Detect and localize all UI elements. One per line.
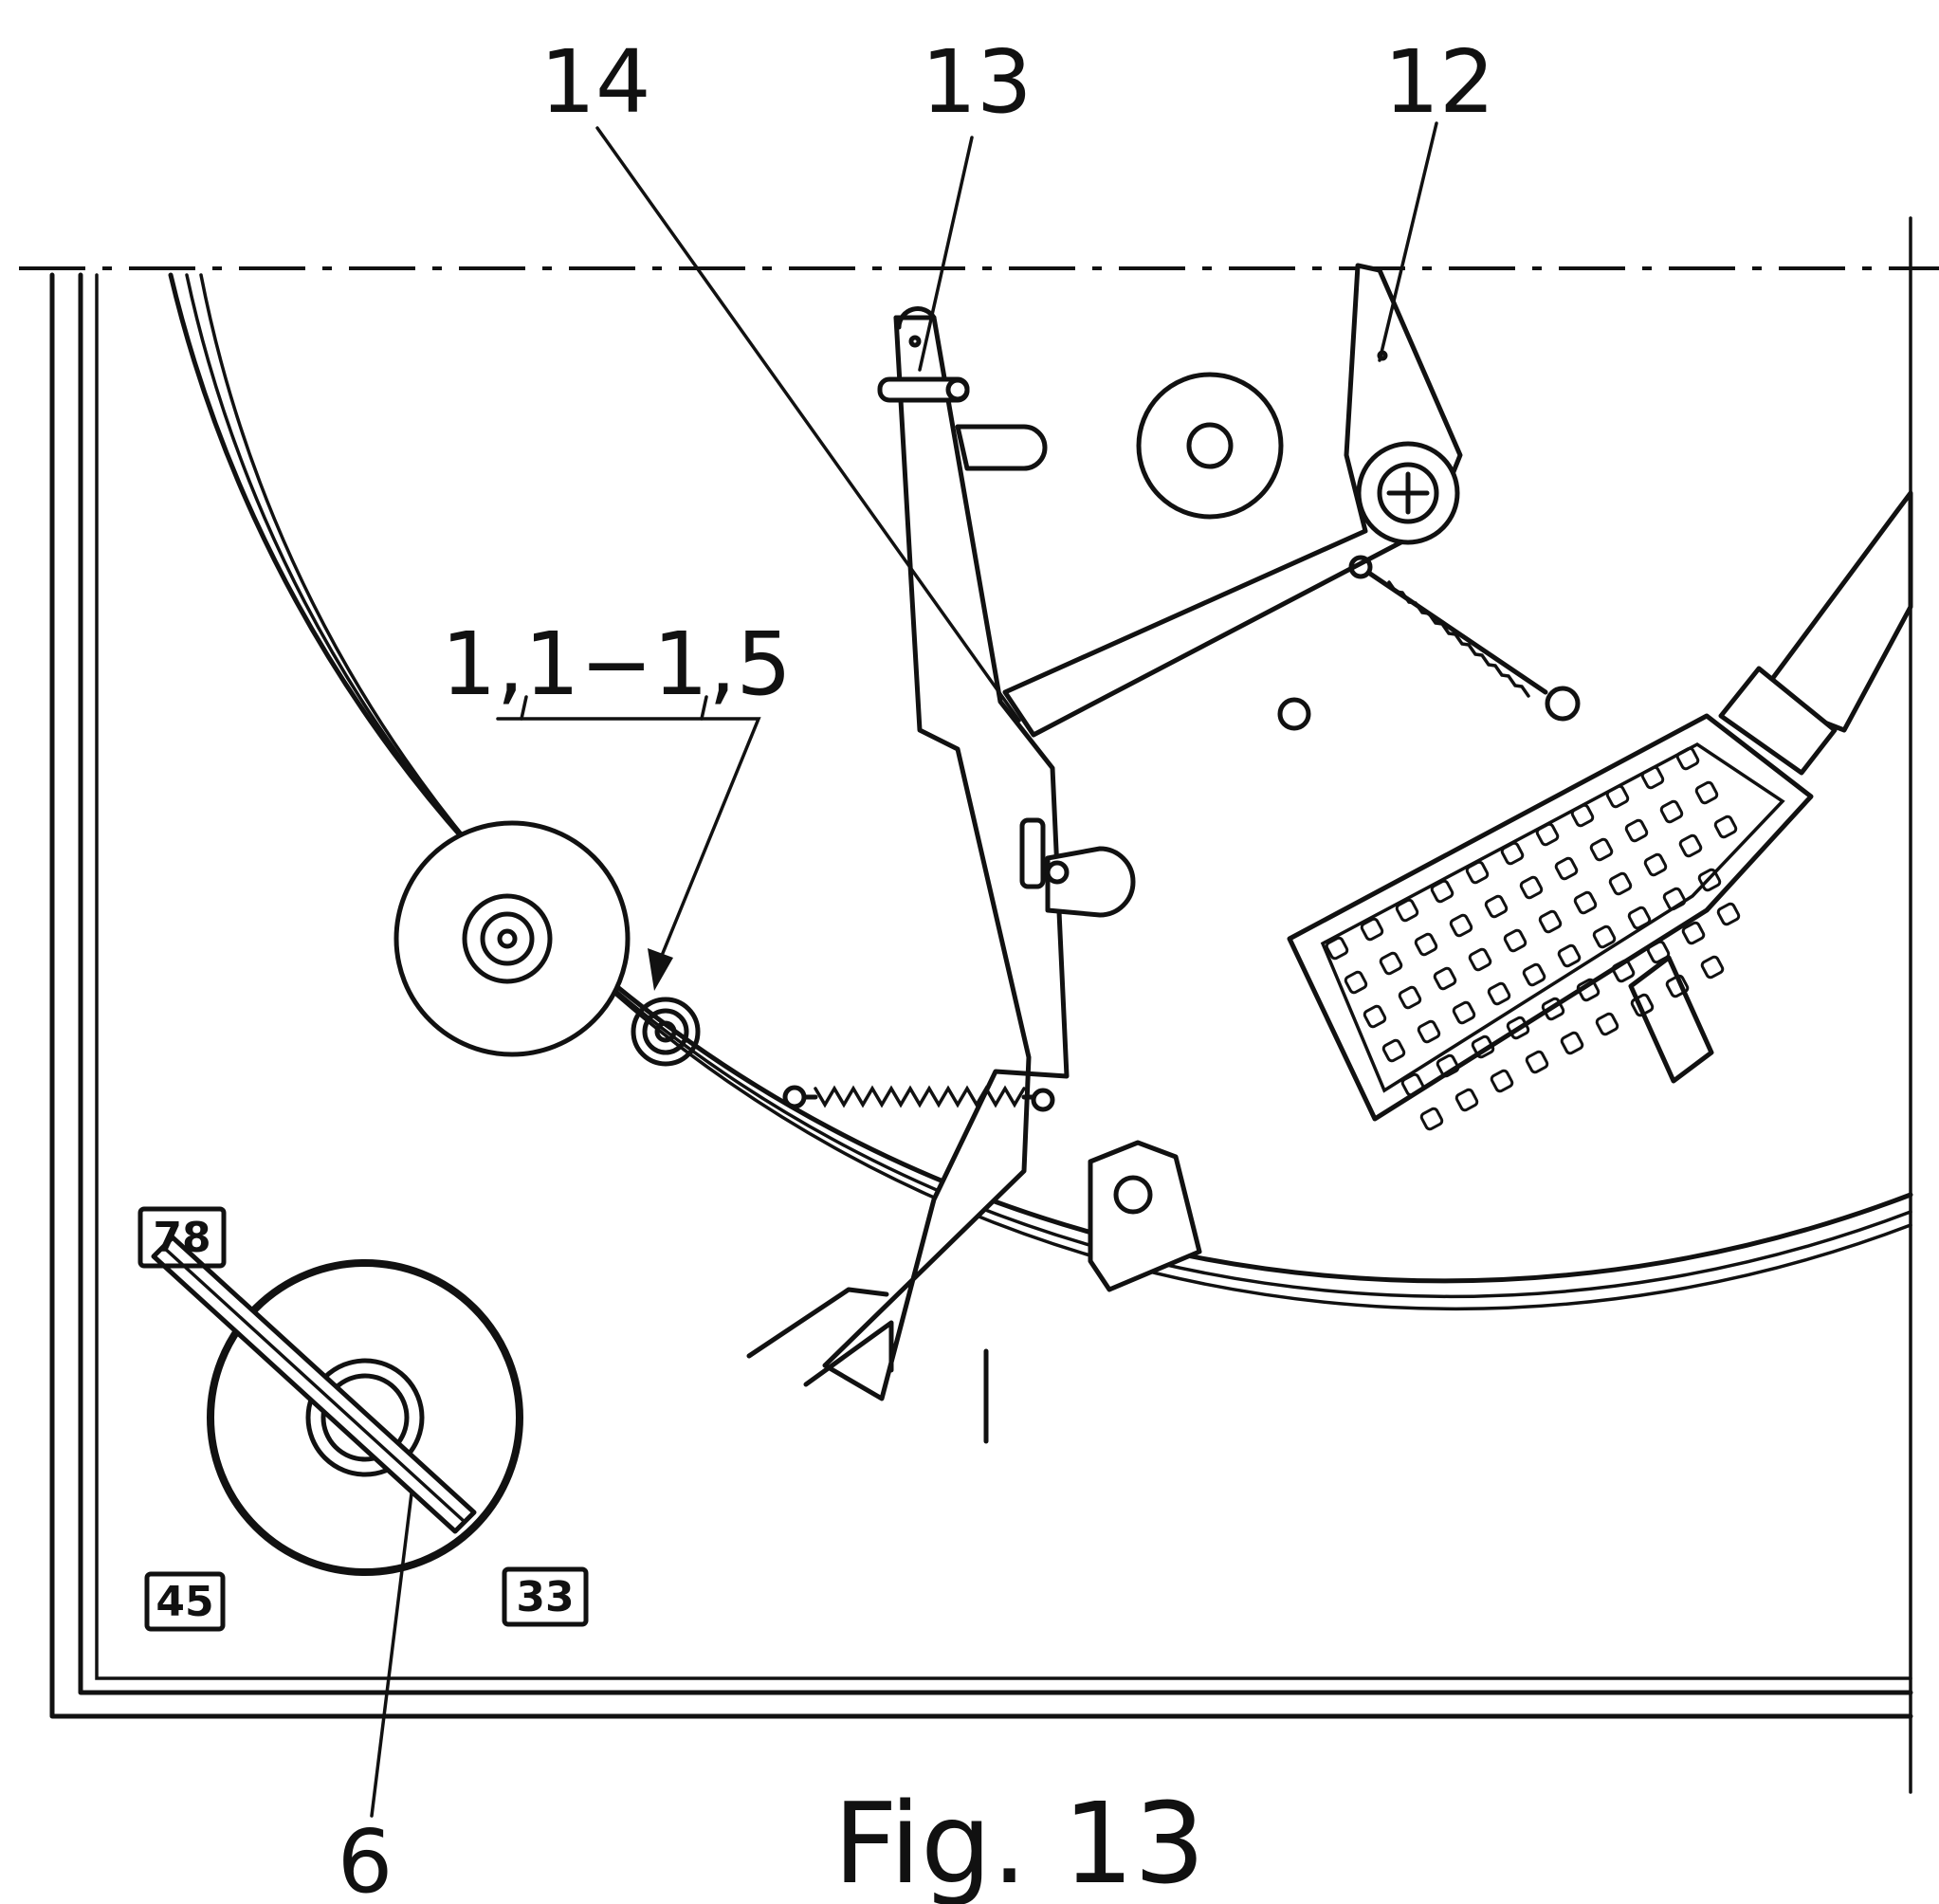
speed-label-45: 45: [155, 1578, 213, 1626]
grille-hole: [1487, 981, 1511, 1006]
cartridge-finger: [1628, 955, 1714, 1084]
grille-hole: [1697, 868, 1722, 892]
grille-hole: [1624, 818, 1649, 843]
grille-hole: [1608, 871, 1633, 896]
grille-hole: [1592, 925, 1617, 949]
spring-lower: [782, 1085, 1055, 1112]
leader-6: [370, 1492, 413, 1818]
grille-hole: [1573, 890, 1598, 915]
adjustment-screw: [631, 997, 701, 1067]
grille-hole: [1643, 852, 1668, 877]
grille-hole: [1454, 1088, 1479, 1112]
grille-hole: [1538, 909, 1563, 934]
speed-label-33: 33: [516, 1573, 574, 1621]
label-part-14: 14: [540, 31, 650, 133]
grille-hole: [1535, 822, 1560, 847]
leader-range-arrow: [648, 948, 673, 991]
headshell-grille: [1325, 746, 1741, 1131]
grille-hole: [1681, 921, 1706, 945]
grille-hole: [1716, 902, 1741, 926]
tone-arm: [1287, 490, 1913, 1122]
grille-hole: [1675, 746, 1700, 771]
grille-hole: [1640, 765, 1665, 790]
grille-hole: [1627, 906, 1652, 930]
grille-hole: [1436, 1053, 1460, 1078]
grille-hole: [1414, 932, 1438, 957]
grille-hole: [1344, 970, 1368, 995]
grille-hole: [1484, 894, 1509, 919]
leader-14: [595, 126, 1021, 723]
tone-arm-neck: [1718, 666, 1838, 776]
grille-hole: [1611, 959, 1636, 983]
grille-hole: [1522, 962, 1546, 987]
grille-hole: [1589, 837, 1614, 862]
motor-pulley: [393, 820, 631, 1057]
grille-hole: [1417, 1019, 1441, 1044]
grille-hole: [1560, 1031, 1584, 1055]
label-part-6: 6: [338, 1811, 393, 1904]
speed-selector: [137, 1206, 589, 1632]
grille-hole: [1468, 947, 1492, 972]
grille-hole: [1449, 913, 1473, 938]
idler-wheel: [1136, 372, 1284, 520]
lever-13: [822, 306, 1070, 1401]
grille-hole: [1700, 955, 1725, 979]
grille-hole: [1465, 860, 1490, 885]
grille-hole: [1452, 1000, 1476, 1025]
grille-hole: [1595, 1012, 1619, 1036]
grille-hole: [1519, 875, 1544, 900]
grille-hole: [1363, 1004, 1387, 1029]
grille-hole: [1379, 951, 1403, 976]
grille-hole: [1570, 803, 1595, 828]
grille-hole: [1541, 997, 1565, 1021]
chassis-frame: [49, 272, 1913, 1719]
figure-caption: Fig. 13: [833, 1778, 1205, 1904]
platter-edge: [168, 272, 1913, 1311]
leader-13: [918, 136, 974, 372]
label-part-12: 12: [1383, 31, 1494, 133]
guide-slot: [1019, 817, 1136, 918]
grille-hole: [1395, 898, 1419, 923]
grille-hole: [1490, 1069, 1514, 1093]
grille-hole: [1557, 943, 1582, 968]
grille-hole: [1433, 966, 1457, 991]
grille-hole: [1678, 833, 1703, 858]
grille-hole: [1576, 978, 1601, 1002]
grille-hole: [1646, 940, 1671, 964]
grille-hole: [1381, 1038, 1406, 1063]
grille-hole: [1662, 887, 1687, 911]
grille-hole: [1506, 1016, 1530, 1040]
grille-hole: [1665, 974, 1690, 998]
grille-hole: [1360, 917, 1384, 942]
lever-pivot: [1088, 1140, 1202, 1292]
leader-range: [496, 717, 761, 964]
grille-hole: [1400, 1072, 1425, 1097]
small-hole: [1277, 697, 1311, 731]
label-part-13: 13: [921, 31, 1032, 133]
grille-hole: [1694, 780, 1719, 805]
grille-hole: [1659, 799, 1684, 824]
grille-hole: [1503, 928, 1527, 953]
lower-linkage: [746, 1287, 989, 1444]
leader-12: [1378, 121, 1438, 362]
grille-hole: [1605, 784, 1630, 809]
grille-hole: [1398, 985, 1422, 1010]
spring-upper: [1348, 555, 1581, 722]
speed-label-78: 78: [153, 1214, 210, 1262]
grille-hole: [1630, 993, 1655, 1017]
grille-hole: [1554, 856, 1579, 881]
grille-hole: [1525, 1050, 1549, 1074]
grille-hole: [1471, 1034, 1495, 1059]
grille-hole: [1713, 815, 1738, 839]
lever-12: [1002, 263, 1463, 738]
grille-hole: [1419, 1107, 1444, 1131]
label-range: 1,1−1,5: [441, 613, 792, 715]
headshell: [1287, 713, 1814, 1122]
grille-hole: [1500, 841, 1525, 866]
grille-hole: [1325, 936, 1349, 961]
leader-lines: [370, 121, 1438, 1818]
grille-hole: [1430, 879, 1454, 904]
